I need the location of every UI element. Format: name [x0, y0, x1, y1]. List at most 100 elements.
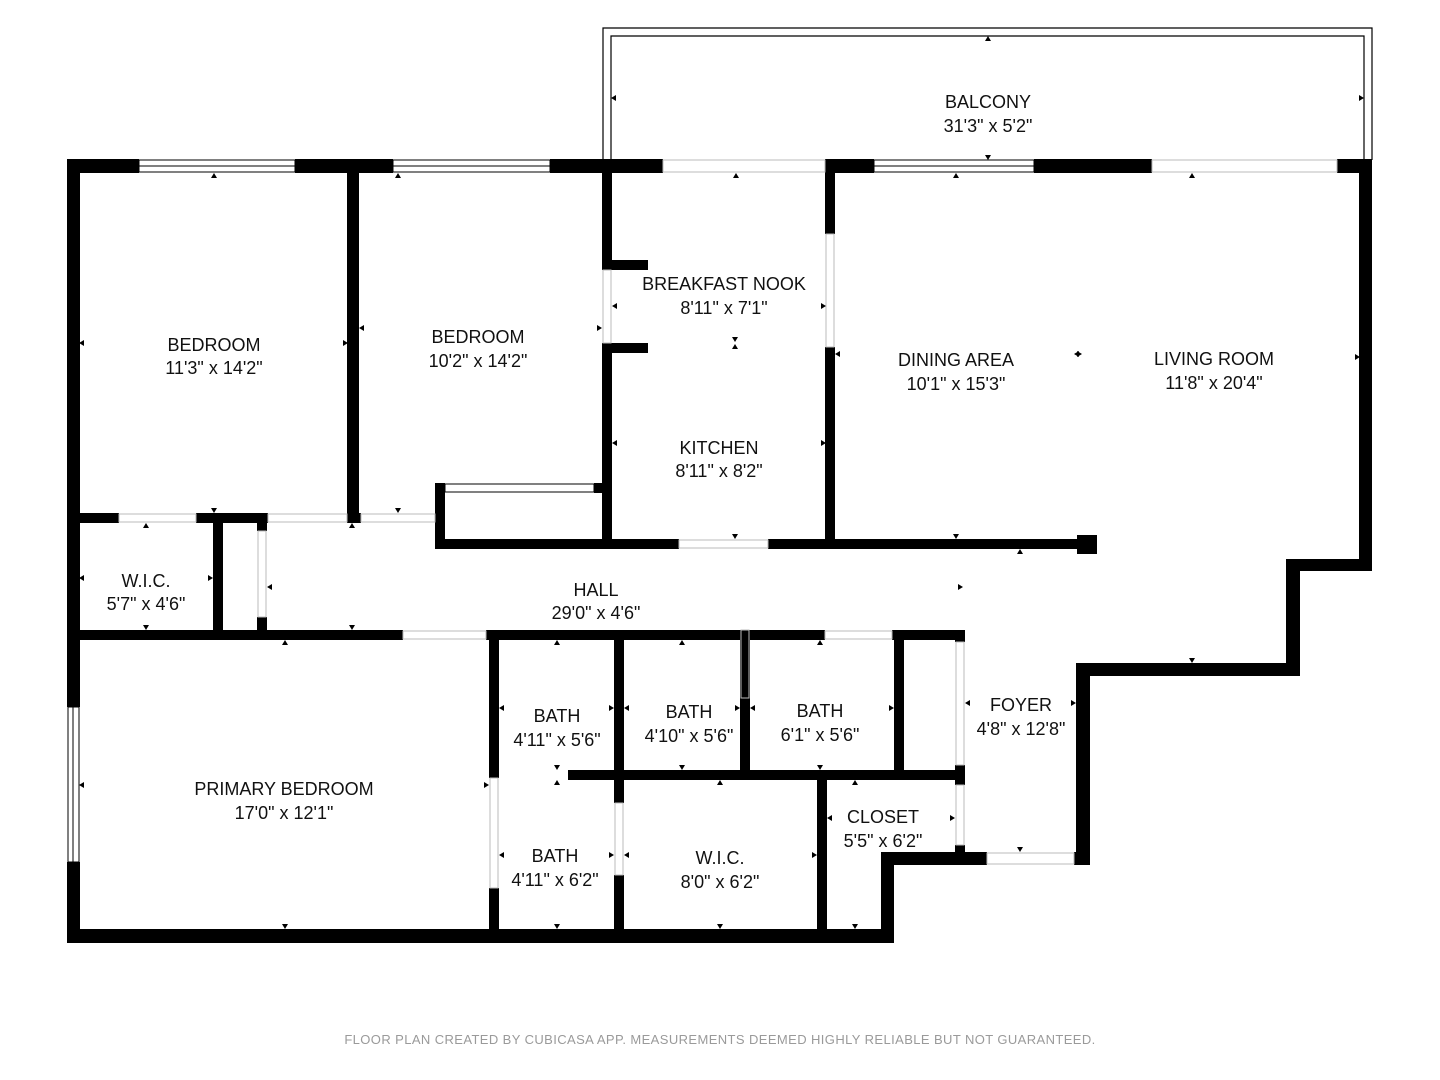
dimension-arrow [597, 325, 602, 331]
dimension-arrow [817, 640, 823, 645]
windows [67, 159, 1035, 863]
dimension-arrow [1189, 658, 1195, 663]
dimension-arrow [211, 173, 217, 178]
room-name-kitchen: KITCHEN [679, 438, 758, 458]
dimension-arrow [835, 351, 840, 357]
dimension-arrow [889, 705, 894, 711]
dimension-arrow [499, 852, 504, 858]
dimension-arrow [609, 705, 614, 711]
dimension-arrow [343, 340, 348, 346]
room-dims-bedroom-1: 11'3" x 14'2" [165, 358, 262, 378]
window [444, 483, 595, 493]
room-name-foyer: FOYER [990, 695, 1052, 715]
dimension-arrow [985, 36, 991, 41]
dimension-arrow [950, 815, 955, 821]
dimension-arrow [624, 705, 629, 711]
dimension-arrow [1074, 351, 1079, 357]
dimension-arrow [612, 440, 617, 446]
dimension-arrow [750, 705, 755, 711]
dimension-arrow [732, 534, 738, 539]
room-dims-wic-2: 8'0" x 6'2" [681, 872, 760, 892]
dimension-arrow [717, 780, 723, 785]
dimension-arrow [282, 924, 288, 929]
dimension-arrow [1017, 549, 1023, 554]
room-dims-kitchen: 8'11" x 8'2" [675, 461, 762, 481]
dimension-arrow [79, 340, 84, 346]
dimension-arrow [211, 508, 217, 513]
room-dims-balcony: 31'3" x 5'2" [944, 116, 1033, 136]
dimension-arrow [208, 575, 213, 581]
room-name-bath-4: BATH [532, 846, 579, 866]
dimension-ticks [79, 36, 1364, 929]
openings [118, 159, 1338, 889]
dimension-arrow [735, 705, 740, 711]
room-dims-dining-area: 10'1" x 15'3" [907, 374, 1006, 394]
dimension-arrow [359, 325, 364, 331]
dimension-arrow [624, 852, 629, 858]
room-dims-bath-2: 4'10" x 5'6" [645, 726, 734, 746]
room-dims-bath-3: 6'1" x 5'6" [781, 725, 860, 745]
room-dims-hall: 29'0" x 4'6" [552, 603, 641, 623]
dimension-arrow [1071, 700, 1076, 706]
room-dims-bedroom-2: 10'2" x 14'2" [429, 351, 528, 371]
dimension-arrow [282, 640, 288, 645]
dimension-arrow [679, 640, 685, 645]
dimension-arrow [349, 523, 355, 528]
room-name-bath-3: BATH [797, 701, 844, 721]
dimension-arrow [965, 700, 970, 706]
room-name-bath-1: BATH [534, 706, 581, 726]
room-dims-closet: 5'5" x 6'2" [844, 831, 923, 851]
room-dims-primary-bedroom: 17'0" x 12'1" [235, 803, 334, 823]
room-dims-wic-1: 5'7" x 4'6" [107, 594, 186, 614]
dimension-arrow [143, 523, 149, 528]
dimension-arrow [499, 705, 504, 711]
dimension-arrow [821, 303, 826, 309]
dimension-arrow [985, 155, 991, 160]
room-dims-bath-1: 4'11" x 5'6" [513, 730, 600, 750]
dimension-arrow [852, 924, 858, 929]
dimension-arrow [395, 173, 401, 178]
dimension-arrow [395, 508, 401, 513]
dimension-arrow [827, 815, 832, 821]
room-name-bedroom-2: BEDROOM [431, 327, 524, 347]
room-name-breakfast-nook: BREAKFAST NOOK [642, 274, 806, 294]
room-dims-foyer: 4'8" x 12'8" [977, 719, 1066, 739]
dimension-arrow [1189, 173, 1195, 178]
dimension-arrow [554, 640, 560, 645]
room-name-balcony: BALCONY [945, 92, 1031, 112]
dimension-arrow [852, 780, 858, 785]
dimension-arrow [1359, 95, 1364, 101]
room-name-wic-1: W.I.C. [122, 571, 171, 591]
room-name-bath-2: BATH [666, 702, 713, 722]
dimension-arrow [143, 625, 149, 630]
room-name-closet: CLOSET [847, 807, 919, 827]
dimension-arrow [732, 344, 738, 349]
dimension-arrow [1017, 847, 1023, 852]
room-name-hall: HALL [573, 580, 618, 600]
dimension-arrow [733, 173, 739, 178]
dimension-arrow [953, 173, 959, 178]
dimension-arrow [812, 852, 817, 858]
dimension-arrow [732, 337, 738, 342]
dimension-arrow [554, 780, 560, 785]
dimension-arrow [679, 765, 685, 770]
room-name-wic-2: W.I.C. [696, 848, 745, 868]
dimension-arrow [484, 782, 489, 788]
dimension-arrow [817, 765, 823, 770]
dimension-arrow [717, 924, 723, 929]
room-labels: BALCONY 31'3" x 5'2" BEDROOM 11'3" x 14'… [107, 92, 1274, 892]
dimension-arrow [611, 95, 616, 101]
dimension-arrow [953, 534, 959, 539]
room-name-living-room: LIVING ROOM [1154, 349, 1274, 369]
dimension-arrow [609, 852, 614, 858]
dimension-arrow [1355, 354, 1360, 360]
room-dims-living-room: 11'8" x 20'4" [1165, 373, 1262, 393]
dimension-arrow [554, 765, 560, 770]
dimension-arrow [349, 625, 355, 630]
dimension-arrow [958, 584, 963, 590]
dimension-arrow [821, 440, 826, 446]
room-dims-breakfast-nook: 8'11" x 7'1" [680, 298, 767, 318]
room-dims-bath-4: 4'11" x 6'2" [511, 870, 598, 890]
room-name-primary-bedroom: PRIMARY BEDROOM [194, 779, 373, 799]
